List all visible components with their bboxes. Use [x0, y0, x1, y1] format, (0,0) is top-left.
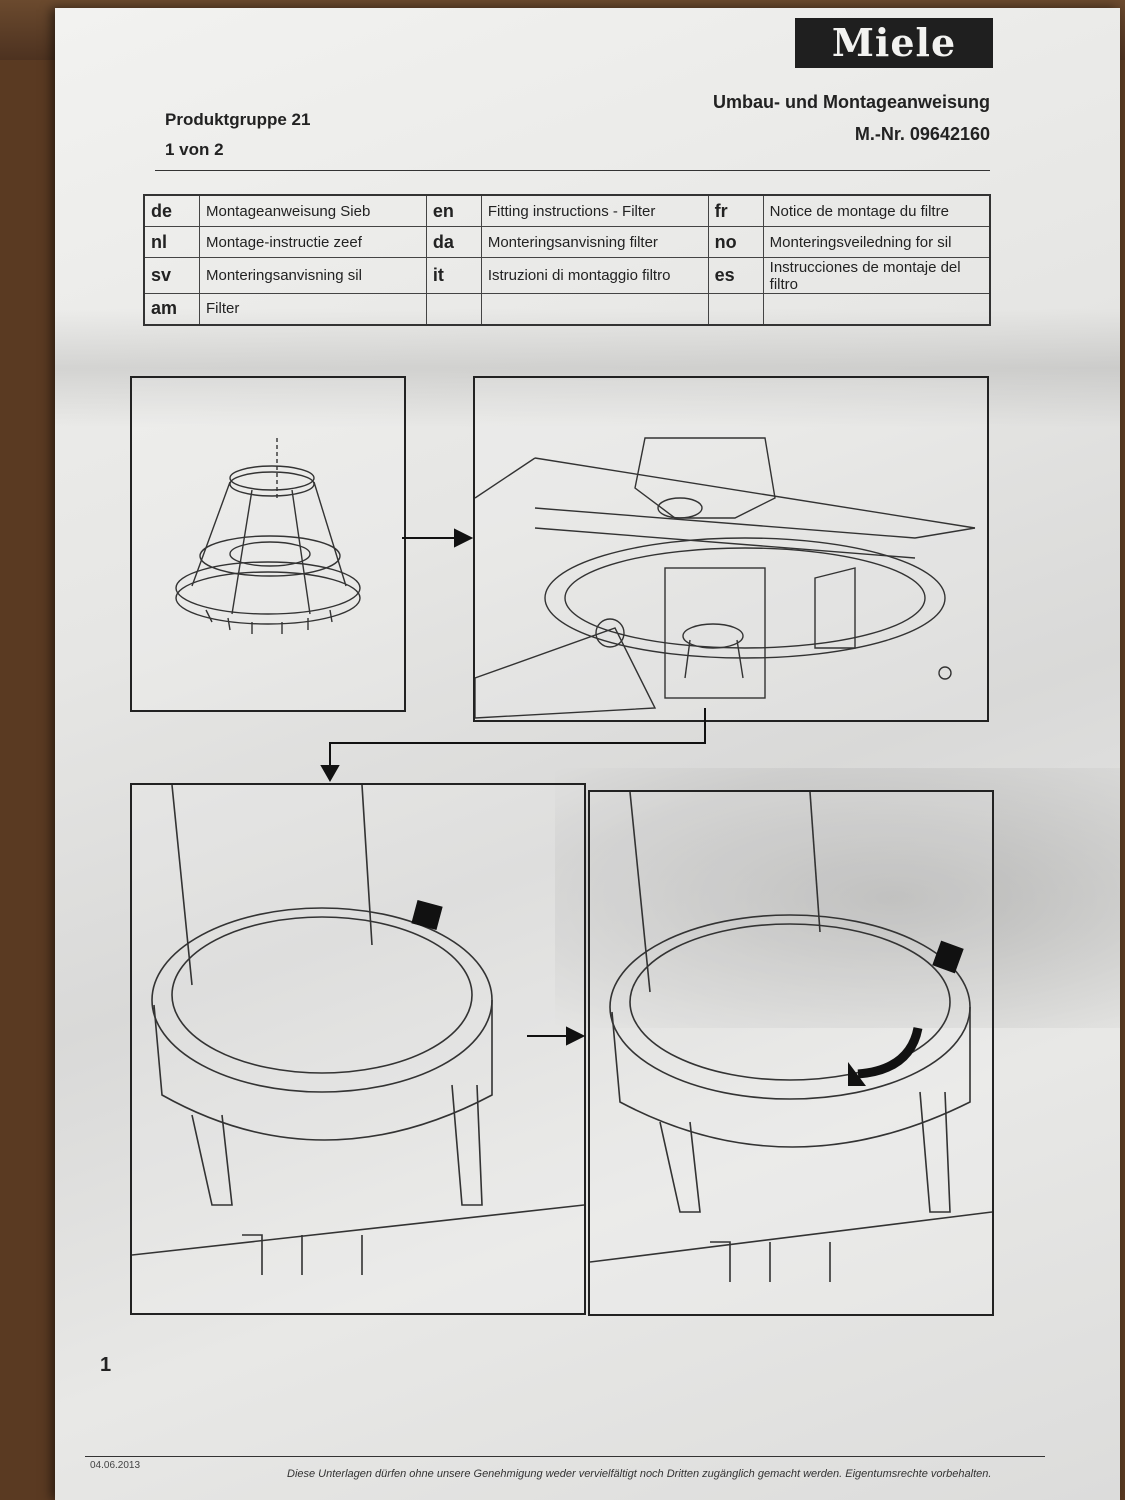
footer-divider: [85, 1456, 1045, 1457]
lang-code: sv: [143, 257, 200, 294]
product-group: Produktgruppe 21: [165, 110, 311, 129]
language-row: de Montageanweisung Sieb en Fitting inst…: [143, 194, 991, 228]
lang-code: es: [707, 257, 764, 294]
lang-text: [762, 292, 991, 326]
arrow-down-icon: [320, 765, 340, 783]
lang-text: Monteringsanvisning filter: [480, 226, 709, 259]
footer-notice: Diese Unterlagen dürfen ohne unsere Gene…: [287, 1468, 992, 1480]
figure-ring-insert: [130, 783, 586, 1315]
lang-text: Istruzioni di montaggio filtro: [480, 257, 709, 294]
figure-ring-rotate: [588, 790, 994, 1316]
footer-date: 04.06.2013: [90, 1460, 141, 1471]
lang-code: [425, 292, 482, 326]
lang-code: [707, 292, 764, 326]
lang-text: Monteringsveiledning for sil: [762, 226, 991, 259]
miele-logo: Miele: [795, 18, 993, 68]
lang-text: Fitting instructions - Filter: [480, 194, 709, 228]
lang-code: de: [143, 194, 200, 228]
material-number: M.-Nr. 09642160: [854, 124, 990, 144]
sump-drawing: [475, 437, 976, 719]
language-table: de Montageanweisung Sieb en Fitting inst…: [143, 194, 991, 326]
lang-text: Filter: [199, 292, 427, 326]
lang-text: Montage-instructie zeef: [199, 226, 427, 259]
figure-sump-location: [473, 376, 989, 722]
lang-code: am: [143, 292, 200, 326]
lang-text: Notice de montage du filtre: [762, 194, 991, 228]
lang-code: en: [425, 194, 482, 228]
lang-code: it: [425, 257, 482, 294]
instruction-sheet: Miele Produktgruppe 21 1 von 2 Umbau- un…: [55, 8, 1120, 1500]
arrow-right-icon: [454, 528, 474, 548]
figure-filter-overview: [130, 376, 406, 712]
paper-crease-shadow: [55, 308, 1120, 428]
ring-drawing-1: [132, 785, 584, 1275]
filter-drawing: [175, 438, 361, 634]
ring-drawing-2: [590, 792, 992, 1282]
page-of: 1 von 2: [165, 140, 224, 159]
page-number: 1: [100, 1354, 112, 1376]
doc-title: Umbau- und Montageanweisung: [713, 92, 990, 112]
lang-text: Instrucciones de montaje del filtro: [762, 257, 991, 294]
rotate-arrow-icon: [848, 1026, 923, 1086]
language-row: am Filter: [143, 292, 991, 326]
header-divider: [155, 170, 990, 171]
language-row: sv Monteringsanvisning sil it Istruzioni…: [143, 257, 991, 294]
lang-text: Monteringsanvisning sil: [199, 257, 427, 294]
step-arrows: [320, 528, 706, 1046]
arrow-right-icon: [566, 1026, 586, 1046]
